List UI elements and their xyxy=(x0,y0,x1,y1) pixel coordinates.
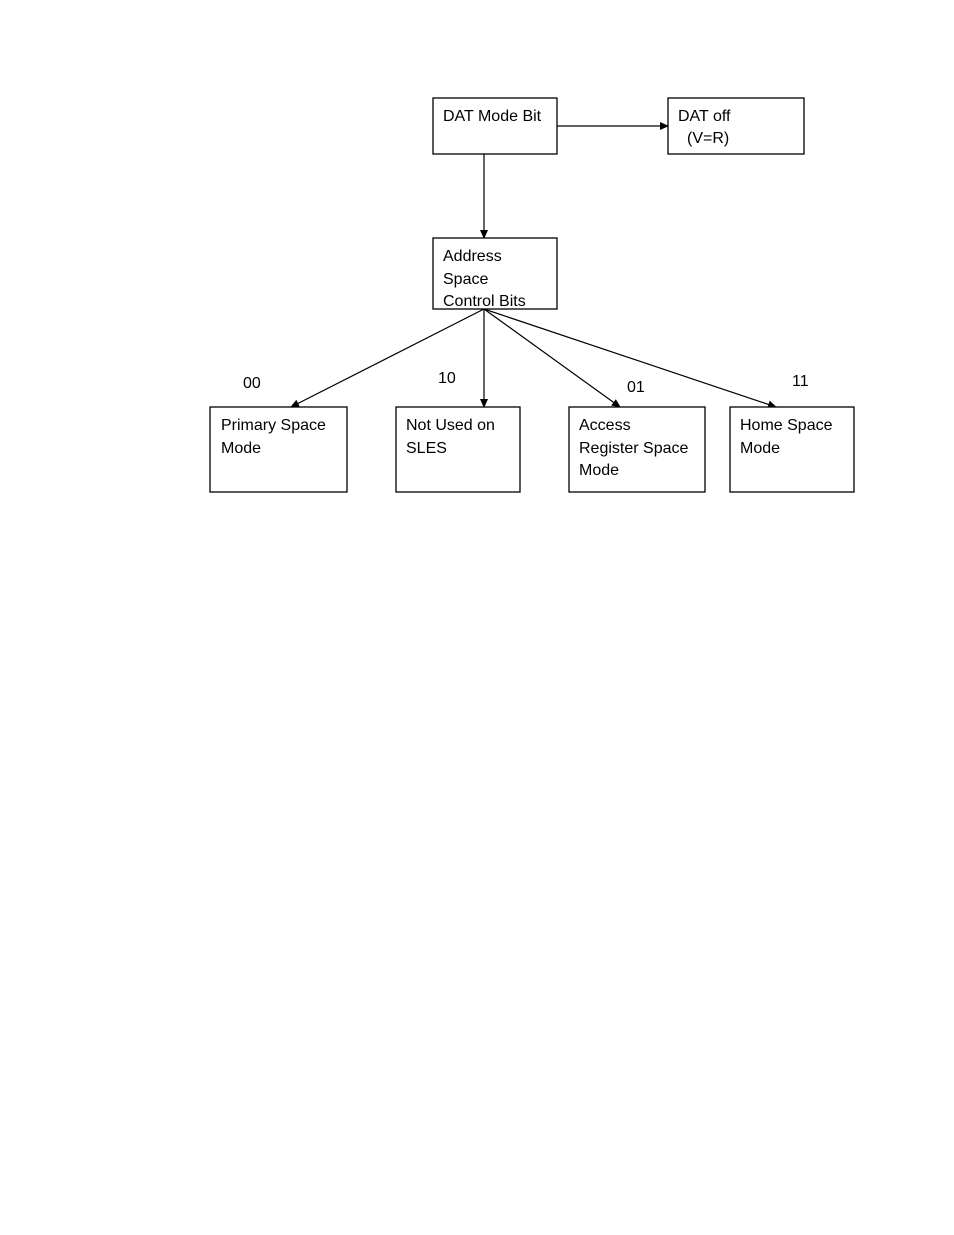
edge-to-primary-space xyxy=(291,309,484,407)
node-access-register-line-1: Access xyxy=(579,417,631,434)
node-not-used-line-1: Not Used on xyxy=(406,417,495,434)
node-home-space-line-2: Mode xyxy=(740,440,780,457)
node-access-register-line-3: Mode xyxy=(579,462,619,479)
node-address-space-control-bits: Address Space Control Bits xyxy=(433,238,557,310)
node-address-space-line-3: Control Bits xyxy=(443,293,526,310)
node-home-space-line-1: Home Space xyxy=(740,417,833,434)
edge-to-access-register xyxy=(484,309,620,407)
node-home-space-mode: Home Space Mode xyxy=(730,407,854,492)
edge-label-01: 01 xyxy=(627,379,645,396)
node-dat-off-line-1: DAT off xyxy=(678,108,731,125)
edge-label-10: 10 xyxy=(438,370,456,387)
node-access-register-space-mode: Access Register Space Mode xyxy=(569,407,705,492)
node-dat-mode-bit-line-1: DAT Mode Bit xyxy=(443,108,542,125)
node-not-used-on-sles: Not Used on SLES xyxy=(396,407,520,492)
node-primary-space-line-2: Mode xyxy=(221,440,261,457)
node-dat-mode-bit: DAT Mode Bit xyxy=(433,98,557,154)
node-access-register-line-2: Register Space xyxy=(579,440,688,457)
node-address-space-line-2: Space xyxy=(443,271,488,288)
edge-label-11: 11 xyxy=(792,373,809,390)
node-address-space-line-1: Address xyxy=(443,248,502,265)
node-primary-space-line-1: Primary Space xyxy=(221,417,326,434)
node-dat-off-line-2: (V=R) xyxy=(687,130,729,147)
node-not-used-line-2: SLES xyxy=(406,440,447,457)
node-dat-off: DAT off (V=R) xyxy=(668,98,804,154)
node-primary-space-mode: Primary Space Mode xyxy=(210,407,347,492)
edge-label-00: 00 xyxy=(243,375,261,392)
